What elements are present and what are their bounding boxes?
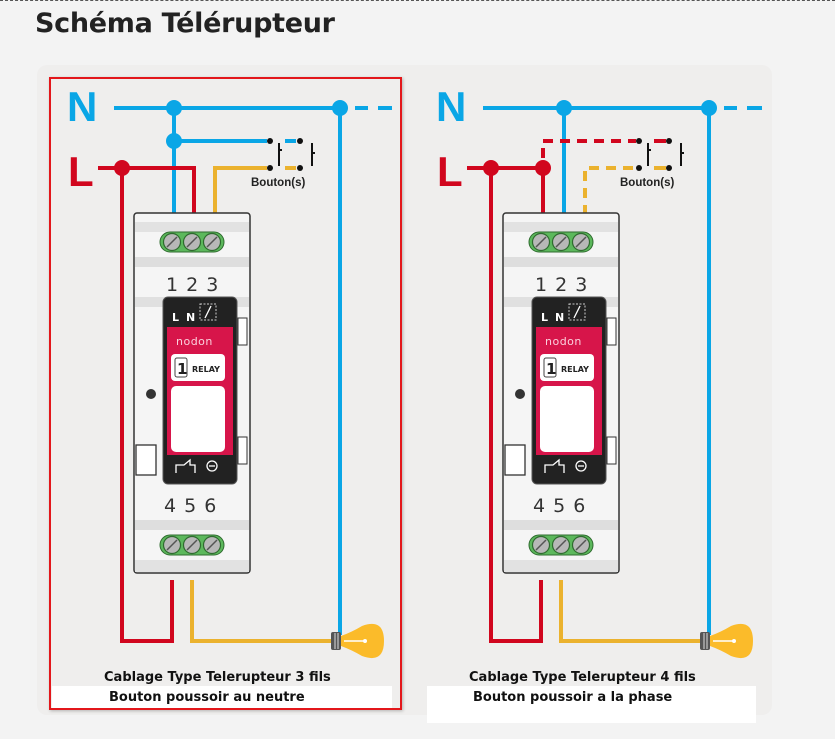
neutral-junction — [166, 100, 182, 116]
brand-logo: nodon — [545, 335, 582, 348]
phase-label: L — [68, 148, 94, 195]
relay-number: 1 — [546, 360, 556, 378]
neutral-junction — [332, 100, 348, 116]
bottom-terminal-numbers: 4 5 6 — [164, 495, 217, 517]
neutral-junction — [556, 100, 572, 116]
push-button-icon — [267, 138, 315, 171]
neutral-junction — [166, 133, 182, 149]
caption-subtitle: Bouton poussoir au neutre — [109, 690, 305, 705]
relay-module — [531, 296, 607, 485]
neutral-junction — [701, 100, 717, 116]
phase-label: L — [437, 148, 463, 195]
diagram-3-fils: N L — [67, 83, 392, 659]
neutral-wires — [483, 106, 762, 635]
phase-junction — [535, 160, 551, 176]
button-label: Bouton(s) — [620, 177, 674, 189]
switched-dashed-wire — [583, 166, 666, 215]
relay-text: RELAY — [561, 365, 589, 374]
module-pin-l: L — [172, 311, 179, 324]
caption-title: Cablage Type Telerupteur 4 fils — [469, 670, 696, 685]
top-terminal-numbers: 1 2 3 — [535, 274, 588, 296]
top-dashed-border — [0, 0, 835, 1]
switched-wires — [190, 166, 332, 643]
bottom-terminal-numbers: 4 5 6 — [533, 495, 586, 517]
top-terminal-numbers: 1 2 3 — [166, 274, 219, 296]
phase-junction — [483, 160, 499, 176]
module-pin-n: N — [555, 311, 564, 324]
button-label: Bouton(s) — [251, 177, 305, 189]
module-pin-l: L — [541, 311, 548, 324]
neutral-label: N — [436, 83, 466, 130]
switched-wires — [559, 580, 701, 643]
relay-module — [162, 296, 238, 485]
phase-junction — [114, 160, 130, 176]
neutral-wires — [114, 106, 392, 635]
relay-number: 1 — [177, 360, 187, 378]
caption-subtitle: Bouton poussoir a la phase — [473, 690, 673, 705]
light-bulb-icon — [700, 623, 753, 659]
push-button-icon — [636, 138, 684, 171]
light-bulb-icon — [331, 623, 384, 659]
caption-title: Cablage Type Telerupteur 3 fils — [104, 670, 331, 685]
caption-background — [52, 686, 392, 708]
module-pin-n: N — [186, 311, 195, 324]
diagram-4-fils: N L — [436, 83, 762, 659]
phase-dashed-wire — [541, 139, 666, 158]
relay-text: RELAY — [192, 365, 220, 374]
brand-logo: nodon — [176, 335, 213, 348]
page-title: Schéma Télérupteur — [35, 8, 335, 39]
caption-background — [427, 686, 756, 723]
selection-highlight — [49, 77, 402, 710]
neutral-label: N — [67, 83, 97, 130]
